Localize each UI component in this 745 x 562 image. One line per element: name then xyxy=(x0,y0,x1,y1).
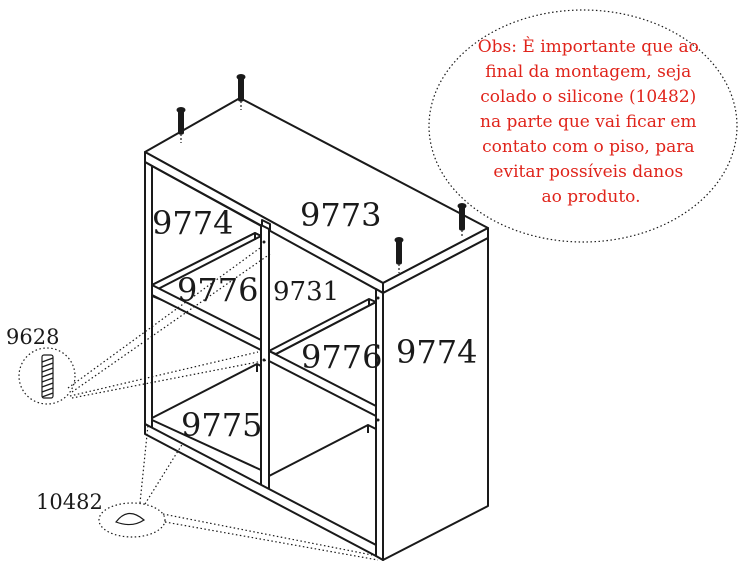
note-line: ao produto. xyxy=(541,187,640,207)
top-screws xyxy=(176,74,467,273)
shelf-left-front xyxy=(151,284,262,351)
foot-callout xyxy=(98,424,379,561)
note-bubble xyxy=(428,9,738,243)
note-line: evitar possíveis danos xyxy=(493,162,683,182)
bottom-panel-top xyxy=(151,363,262,471)
right-side-front-edge xyxy=(375,288,384,561)
screw-callout-circle xyxy=(18,347,76,405)
note-line: final da montagem, seja xyxy=(485,62,691,82)
note-line: contato com o piso, para xyxy=(482,137,694,157)
label-top-left-part: 9774 xyxy=(152,204,233,242)
label-divider: 9731 xyxy=(273,277,339,307)
screw-icon xyxy=(457,203,467,238)
note-line: colado o silicone (10482) xyxy=(480,87,696,107)
label-side-right: 9774 xyxy=(396,333,477,371)
bottom-panel-front-edge xyxy=(144,423,377,557)
divider-back-top xyxy=(261,219,271,230)
vertical-divider xyxy=(260,224,270,491)
foot-leader-1 xyxy=(139,424,149,504)
label-screw-callout: 9628 xyxy=(6,325,59,349)
note-text: Obs: È importante que ao final da montag… xyxy=(478,36,705,207)
screw-leader-2 xyxy=(71,253,271,393)
screw-icon xyxy=(394,237,404,273)
dowel-screw-icon xyxy=(41,354,54,399)
label-bottom: 9775 xyxy=(181,406,262,444)
back-edge-upper-left xyxy=(151,165,263,227)
right-side-panel xyxy=(382,237,489,561)
foot-leader-3 xyxy=(162,513,373,556)
silicone-foot-icon xyxy=(115,512,145,526)
label-shelf-left: 9776 xyxy=(177,271,258,309)
label-foot-callout: 10482 xyxy=(36,490,103,514)
screw-leader-4 xyxy=(71,359,269,399)
shelf-right-back xyxy=(275,301,377,355)
cabinet xyxy=(144,97,489,561)
left-side-front-edge xyxy=(144,161,153,429)
foot-leader-4 xyxy=(164,521,379,561)
note-callout: Obs: È importante que ao final da montag… xyxy=(428,9,738,243)
screw-leader-3 xyxy=(69,351,259,397)
screw-icon xyxy=(236,74,246,110)
screw-icon xyxy=(176,107,186,143)
foot-leader-2 xyxy=(144,442,184,505)
bottom-panel-right-top xyxy=(268,424,377,546)
note-line: Obs: È importante que ao xyxy=(478,36,699,57)
label-top-right-part: 9773 xyxy=(300,196,381,234)
screw-callout xyxy=(18,247,271,405)
note-line: na parte que vai ficar em xyxy=(480,112,697,132)
shelf-right-front xyxy=(268,350,377,417)
label-shelf-right: 9776 xyxy=(301,338,382,376)
foot-callout-ellipse xyxy=(98,502,166,538)
